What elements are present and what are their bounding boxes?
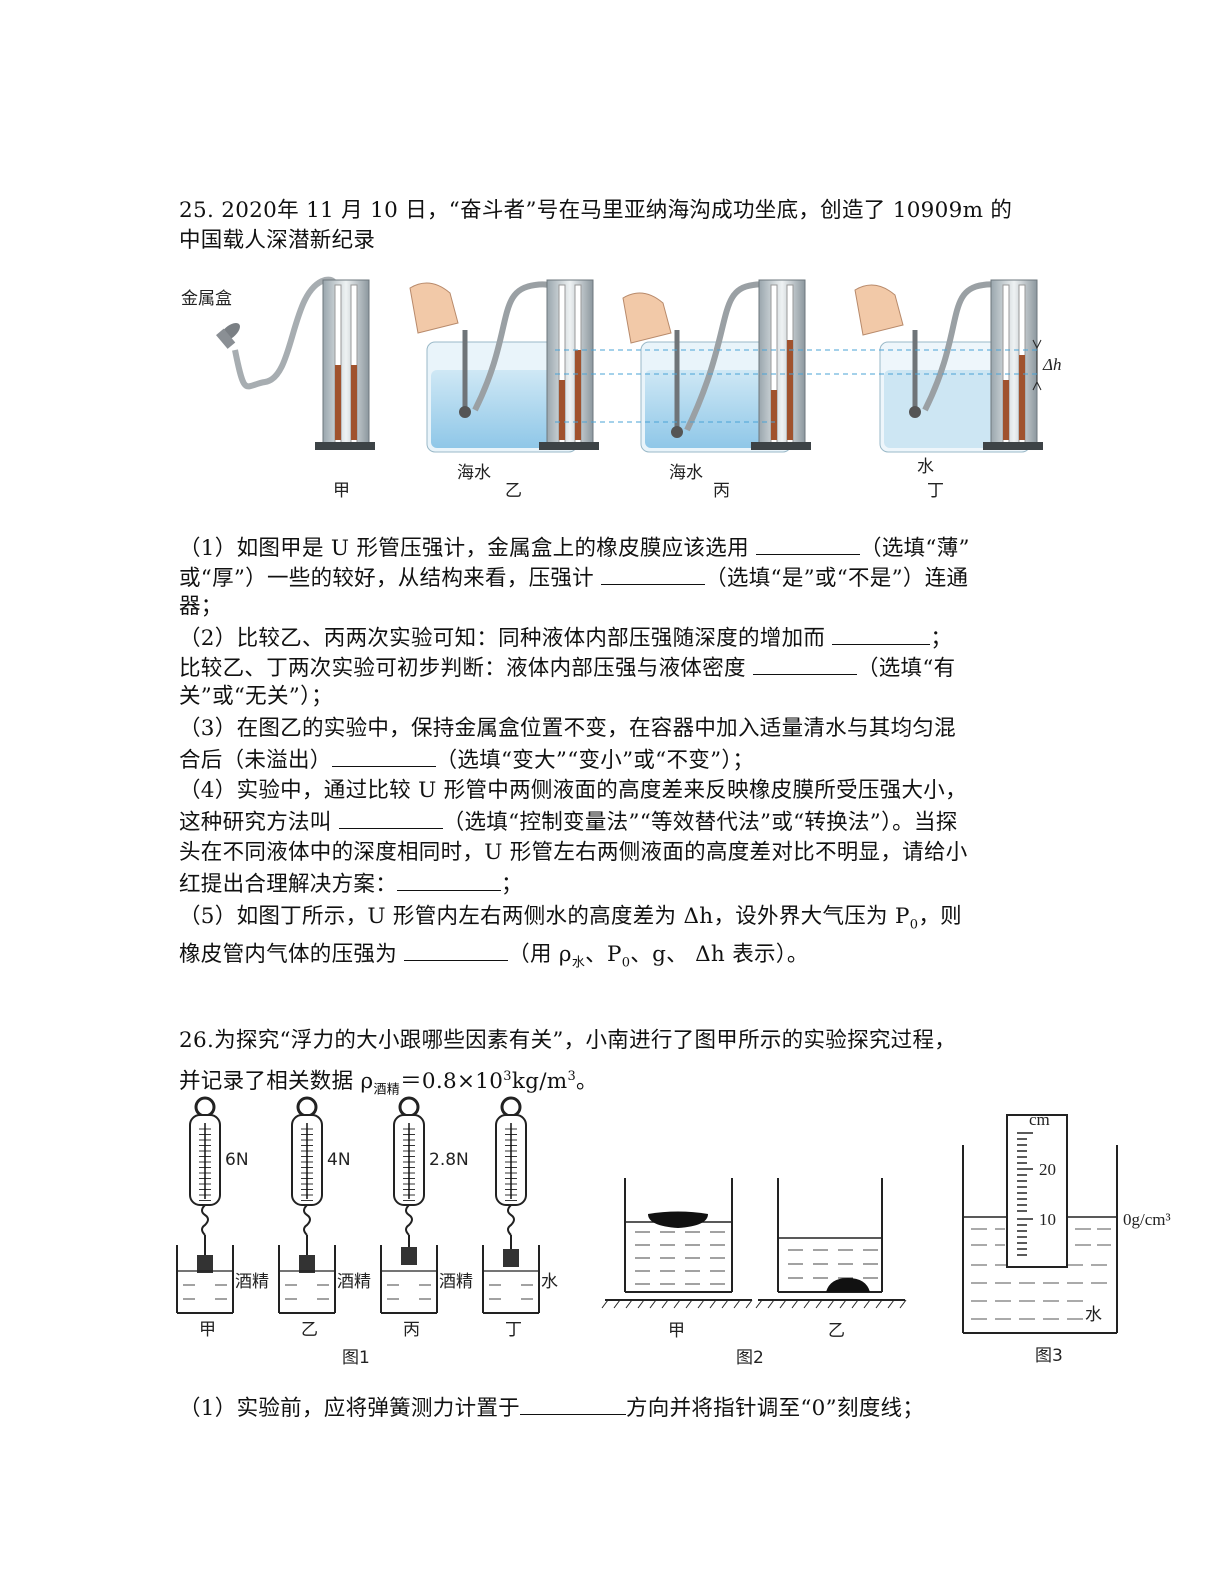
spring-scale-2 <box>278 1096 336 1314</box>
q25-part4-line3: 头在不同液体中的深度相同时，U 形管左右两侧液面的高度差对比不明显，请给小 <box>179 840 968 865</box>
q26-title-line1: 26.为探究“浮力的大小跟哪些因素有关”，小南进行了图甲所示的实验探究过程， <box>179 1028 957 1053</box>
container-yi <box>755 1178 907 1309</box>
fig1-caption: 图1 <box>342 1348 370 1368</box>
beaker-bing <box>622 279 811 453</box>
liquid-label-1: 酒精 <box>235 1272 269 1292</box>
answer-blank-7[interactable] <box>397 868 502 891</box>
scale-label-4: 丁 <box>505 1320 522 1340</box>
metal-box-label: 金属盒 <box>181 289 232 309</box>
fig2-caption: 图2 <box>736 1348 764 1368</box>
reading-label-2: 4N <box>327 1150 351 1170</box>
q25-part4-line1: （4）实验中，通过比较 U 形管中两侧液面的高度差来反映橡皮膜所受压强大小， <box>179 778 967 803</box>
answer-blank-4[interactable] <box>752 652 857 675</box>
beaker-ding <box>854 279 1043 453</box>
q26-figure-2: 甲 乙 图2 <box>601 1178 907 1368</box>
rubber-hose <box>232 276 338 390</box>
q25-part2-line3: 关”或“无关”）； <box>179 684 333 709</box>
water-label: 水 <box>917 457 934 477</box>
reading-label-1: 6N <box>225 1150 249 1170</box>
answer-blank-2[interactable] <box>601 562 706 585</box>
q26-title-line2: 并记录了相关数据 ρ酒精＝0.8×103kg/m3。 <box>179 1069 598 1098</box>
container-jia <box>601 1178 753 1309</box>
q25-part1-line3: 器； <box>179 594 223 619</box>
q26-part1-line: （1）实验前，应将弹簧测力计置于方向并将指针调至“0”刻度线； <box>179 1392 924 1424</box>
spring-scale-3 <box>380 1096 438 1314</box>
fig2-yi-label: 乙 <box>828 1321 845 1341</box>
q25-part4-line2: 这种研究方法叫 （选填“控制变量法”“等效替代法”或“转换法”）。当探 <box>179 806 958 838</box>
u-tube-jia <box>315 279 375 450</box>
q25-part5-line1: （5）如图丁所示，U 形管内左右两侧水的高度差为 Δh，设外界大气压为 P0，则 <box>179 904 962 933</box>
q25-part2-line2: 比较乙、丁两次实验可初步判断：液体内部压强与液体密度 （选填“有 <box>179 652 955 684</box>
q25-part4-line4: 红提出合理解决方案：； <box>179 868 523 900</box>
q26-figure-1: 6N 酒精甲 4N 酒精乙 2.8N 酒精丙 水丁 图1 <box>176 1096 558 1368</box>
answer-blank-9[interactable] <box>519 1392 626 1415</box>
q25-pressure-gauge-figure: 金属盒 甲 <box>181 276 1061 501</box>
scale-label-3: 丙 <box>403 1320 420 1340</box>
q25-part1-line1: （1）如图甲是 U 形管压强计，金属盒上的橡皮膜应该选用 （选填“薄” <box>179 532 970 564</box>
scale-label-2: 乙 <box>301 1320 318 1340</box>
q25-part3-line1: （3）在图乙的实验中，保持金属盒位置不变，在容器中加入适量清水与其均匀混 <box>179 716 956 741</box>
q25-part5-line2: 橡皮管内气体的压强为 （用 ρ水、P0、g、 Δh 表示）。 <box>179 938 809 978</box>
fig3-water-label: 水 <box>1085 1305 1102 1325</box>
answer-blank-1[interactable] <box>756 532 861 555</box>
answer-blank-5[interactable] <box>331 744 436 767</box>
fig-yi-label: 乙 <box>505 481 522 501</box>
q25-title-line1: 25. 2020年 11 月 10 日，“奋斗者”号在马里亚纳海沟成功坐底，创造… <box>179 198 1013 223</box>
fig-jia-label: 甲 <box>333 481 350 501</box>
fig3-tick-20: 20 <box>1039 1160 1056 1179</box>
liquid-label-3: 酒精 <box>439 1272 473 1292</box>
delta-h-label: Δh <box>1042 355 1061 374</box>
answer-blank-3[interactable] <box>832 622 931 645</box>
answer-blank-8[interactable] <box>404 938 509 961</box>
answer-blank-6[interactable] <box>338 806 443 829</box>
beaker-yi <box>409 279 599 453</box>
seawater-label-1: 海水 <box>457 463 491 483</box>
fig3-tick-10: 10 <box>1039 1210 1056 1229</box>
fig2-jia-label: 甲 <box>668 1321 685 1341</box>
reading-label-3: 2.8N <box>429 1150 469 1170</box>
q25-part1-line2: 或“厚”）一些的较好，从结构来看，压强计 （选填“是”或“不是”）连通 <box>179 562 968 594</box>
liquid-label-4: 水 <box>541 1272 558 1292</box>
q25-part2-line1: （2）比较乙、丙两次实验可知：同种液体内部压强随深度的增加而 ； <box>179 622 952 654</box>
fig3-density-label: 0g/cm³ <box>1123 1210 1171 1229</box>
metal-box <box>216 323 240 349</box>
container-fig3 <box>962 1114 1118 1334</box>
q25-part3-line2: 合后（未溢出）（选填“变大”“变小”或“不变”）； <box>179 744 754 776</box>
fig-bing-label: 丙 <box>713 481 730 501</box>
q26-figure-3: cm 20 10 0g/cm³ 水 图3 <box>962 1110 1171 1366</box>
seawater-label-2: 海水 <box>669 463 703 483</box>
scale-label-1: 甲 <box>199 1320 216 1340</box>
fig-ding-label: 丁 <box>927 481 944 501</box>
fig3-unit-label: cm <box>1029 1110 1050 1129</box>
spring-scale-4 <box>482 1096 540 1314</box>
liquid-label-2: 酒精 <box>337 1272 371 1292</box>
fig3-caption: 图3 <box>1035 1346 1063 1366</box>
q25-title-line2: 中国载人深潜新纪录 <box>179 228 376 253</box>
spring-scale-1 <box>176 1096 234 1314</box>
